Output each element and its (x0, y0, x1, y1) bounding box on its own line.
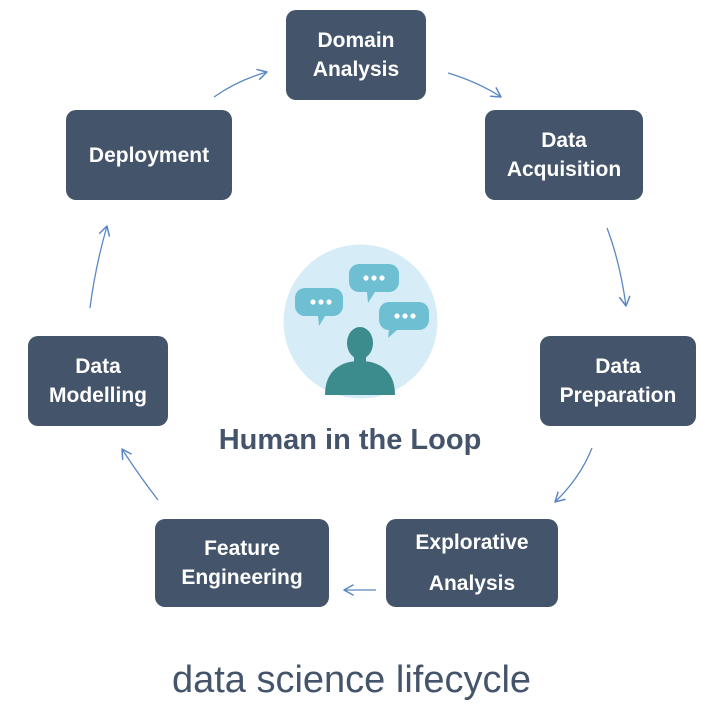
arrow-preparation-to-explorative (554, 447, 593, 503)
node-data-preparation: Data Preparation (540, 336, 696, 426)
node-data-modelling: Data Modelling (28, 336, 168, 426)
node-explorative-analysis-line-1: Explorative (415, 531, 529, 554)
arrow-acquisition-to-preparation (606, 227, 631, 307)
node-domain-analysis-line-2: Analysis (312, 58, 400, 81)
node-deployment-line-1: Deployment (88, 143, 210, 167)
node-feature-engineering-line-2: Engineering (181, 566, 303, 589)
node-explorative-analysis: Explorative Analysis (386, 519, 558, 607)
arrow-feature-to-modelling (121, 448, 159, 501)
arrow-modelling-to-deployment (89, 225, 111, 309)
diagram-caption: data science lifecycle (171, 659, 532, 701)
arrow-deployment-to-domain (213, 68, 268, 98)
node-domain-analysis: Domain Analysis (286, 10, 426, 100)
node-data-modelling-line-2: Modelling (49, 384, 147, 407)
speech-bubble-top-icon (349, 264, 399, 303)
node-data-acquisition: Data Acquisition (485, 110, 643, 200)
node-data-acquisition-line-1: Data (541, 129, 587, 152)
arrow-domain-to-acquisition (447, 72, 502, 98)
node-deployment: Deployment (66, 110, 232, 200)
node-data-modelling-line-1: Data (75, 355, 121, 378)
node-feature-engineering: Feature Engineering (155, 519, 329, 607)
node-data-acquisition-line-2: Acquisition (506, 158, 622, 181)
node-domain-analysis-line-1: Domain (317, 29, 395, 52)
node-data-preparation-line-1: Data (595, 355, 641, 378)
speech-bubble-left-icon (295, 288, 343, 326)
node-data-preparation-line-2: Preparation (559, 384, 677, 407)
person-with-speech-bubbles-icon (283, 244, 438, 399)
center-label: Human in the Loop (218, 424, 482, 456)
node-feature-engineering-line-1: Feature (204, 537, 280, 560)
node-explorative-analysis-line-2: Analysis (428, 572, 516, 595)
speech-bubble-right-icon (379, 302, 429, 338)
